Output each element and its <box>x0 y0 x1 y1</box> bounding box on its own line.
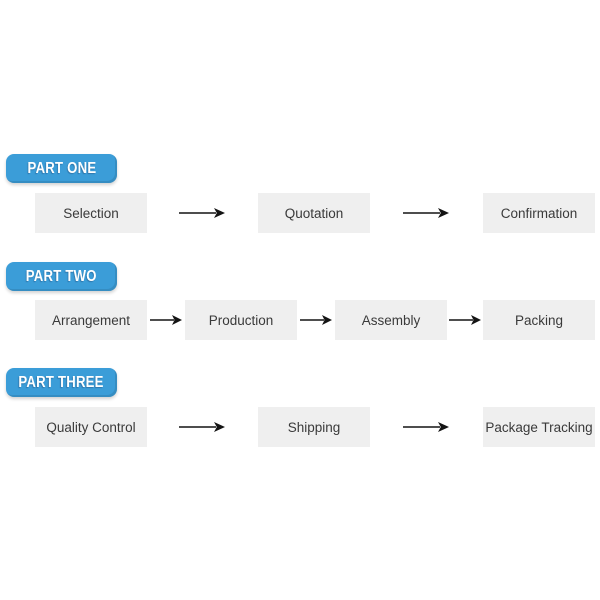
part-three-badge: PART THREE <box>6 368 117 397</box>
step-quality-control: Quality Control <box>35 407 147 447</box>
step-shipping-label: Shipping <box>287 419 341 435</box>
flow-arrow-icon <box>300 315 332 325</box>
flow-arrow-icon <box>150 315 182 325</box>
step-quotation-label: Quotation <box>284 205 344 221</box>
flow-arrow-icon <box>179 208 225 218</box>
step-assembly: Assembly <box>335 300 447 340</box>
part-two-badge-label: PART TWO <box>26 267 97 285</box>
flow-arrow-icon <box>403 422 449 432</box>
step-production: Production <box>185 300 297 340</box>
step-packing-label: Packing <box>514 312 564 328</box>
step-selection-label: Selection <box>63 205 119 221</box>
step-assembly-label: Assembly <box>361 312 421 328</box>
step-selection: Selection <box>35 193 147 233</box>
step-arrangement-label: Arrangement <box>51 312 131 328</box>
step-package-tracking: Package Tracking <box>483 407 595 447</box>
flow-arrow-icon <box>449 315 481 325</box>
step-arrangement: Arrangement <box>35 300 147 340</box>
step-packing: Packing <box>483 300 595 340</box>
step-quotation: Quotation <box>258 193 370 233</box>
step-confirmation: Confirmation <box>483 193 595 233</box>
step-package-tracking-label: Package Tracking <box>485 419 593 435</box>
part-two-badge: PART TWO <box>6 262 117 291</box>
part-one-badge: PART ONE <box>6 154 117 183</box>
step-quality-control-label: Quality Control <box>46 419 136 435</box>
step-shipping: Shipping <box>258 407 370 447</box>
flow-arrow-icon <box>403 208 449 218</box>
part-one-badge-label: PART ONE <box>27 159 96 177</box>
step-confirmation-label: Confirmation <box>500 205 578 221</box>
step-production-label: Production <box>208 312 274 328</box>
part-three-badge-label: PART THREE <box>18 373 105 391</box>
flow-arrow-icon <box>179 422 225 432</box>
